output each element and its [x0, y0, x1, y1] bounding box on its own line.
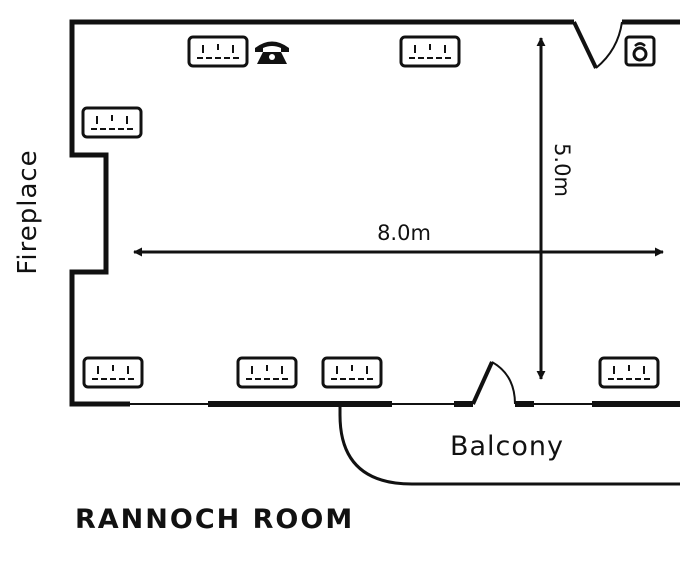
telephone-icon [255, 41, 289, 64]
power-socket-icon [236, 356, 298, 389]
smoke-detector-icon [624, 35, 656, 67]
power-socket-icon [81, 106, 143, 139]
power-socket-icon [82, 356, 144, 389]
balcony-outline [338, 404, 680, 486]
balcony-label: Balcony [450, 431, 564, 462]
power-socket-icon [321, 356, 383, 389]
depth-label: 5.0m [550, 143, 574, 197]
fireplace-label: Fireplace [13, 149, 43, 274]
top-door [572, 21, 623, 69]
room-title: RANNOCH ROOM [75, 504, 355, 535]
power-socket-icon [598, 356, 660, 389]
balcony-door [471, 361, 516, 405]
power-socket-icon [187, 35, 249, 68]
room-walls [69, 19, 680, 407]
width-label: 8.0m [377, 221, 431, 245]
power-socket-icon [399, 35, 461, 68]
